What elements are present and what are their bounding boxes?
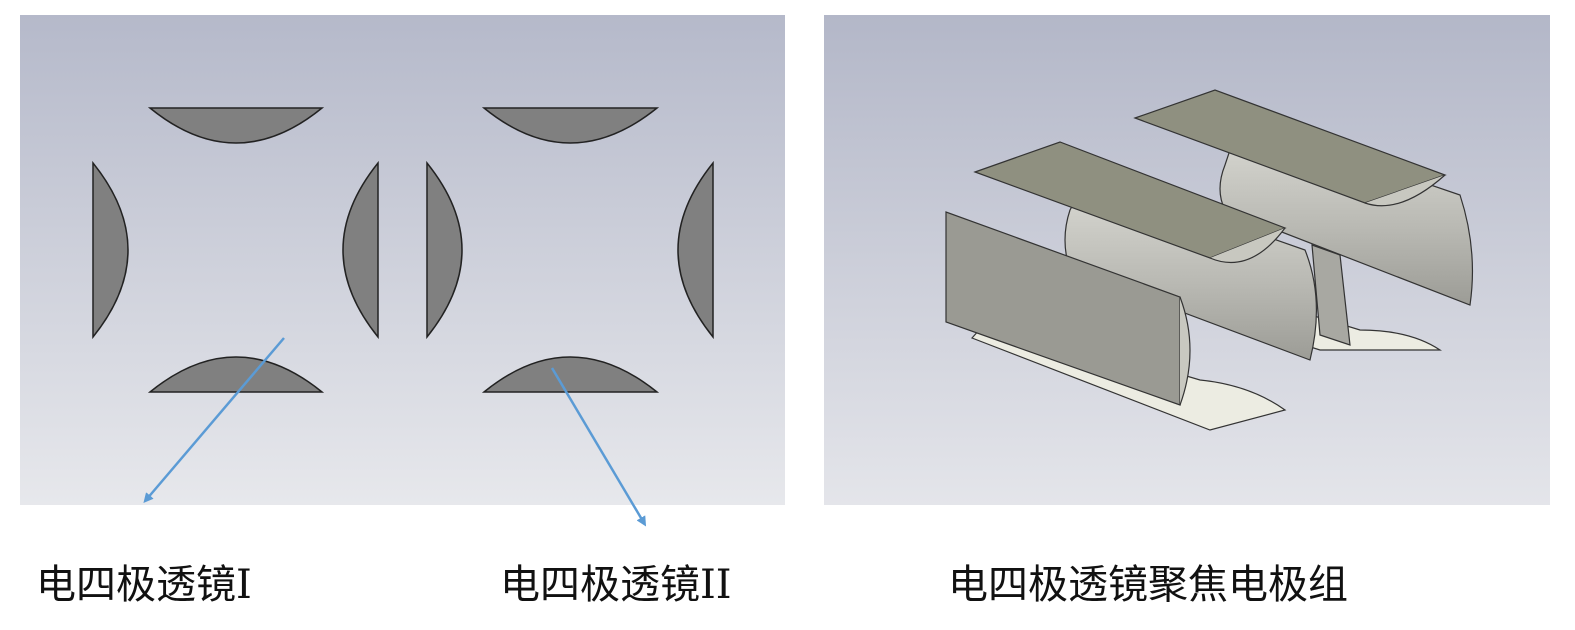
cross-section-panel	[20, 15, 785, 505]
lens2-bottom-electrode	[481, 356, 660, 393]
lens1-left-electrode	[92, 160, 129, 340]
arrow-lens2	[550, 367, 647, 527]
lens2-right-electrode	[677, 160, 714, 340]
lens1-right-electrode	[342, 160, 379, 340]
lens1-bottom-electrode	[147, 356, 325, 393]
arrow-lens1	[143, 337, 285, 504]
middle-electrodes	[1311, 244, 1351, 346]
lens2-label: 电四极透镜II	[500, 562, 732, 608]
assembly-label: 电四极透镜聚焦电极组	[948, 562, 1348, 608]
lens1-top-electrode	[147, 107, 325, 144]
lens1-label: 电四极透镜I	[36, 562, 252, 608]
3d-view-panel	[824, 15, 1550, 505]
lens2-top-electrode	[481, 107, 660, 144]
lens2-left-electrode	[426, 160, 463, 340]
